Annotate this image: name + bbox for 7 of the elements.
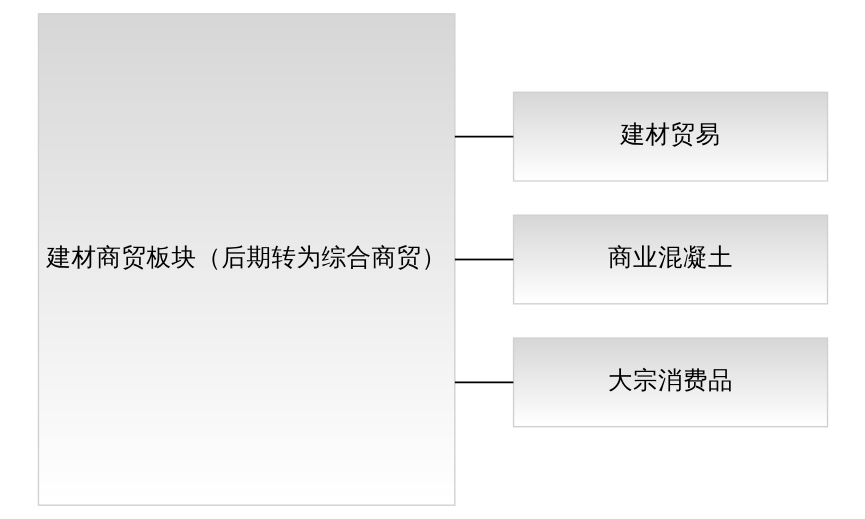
node-box: 商业混凝土 [512,214,828,305]
connector [454,258,513,260]
connector [454,381,513,384]
node-box: 建材贸易 [512,92,828,182]
connector [454,136,513,138]
node-box: 大宗消费品 [512,337,828,428]
node-box: 建材商贸板块（后期转为综合商贸） [37,13,456,506]
